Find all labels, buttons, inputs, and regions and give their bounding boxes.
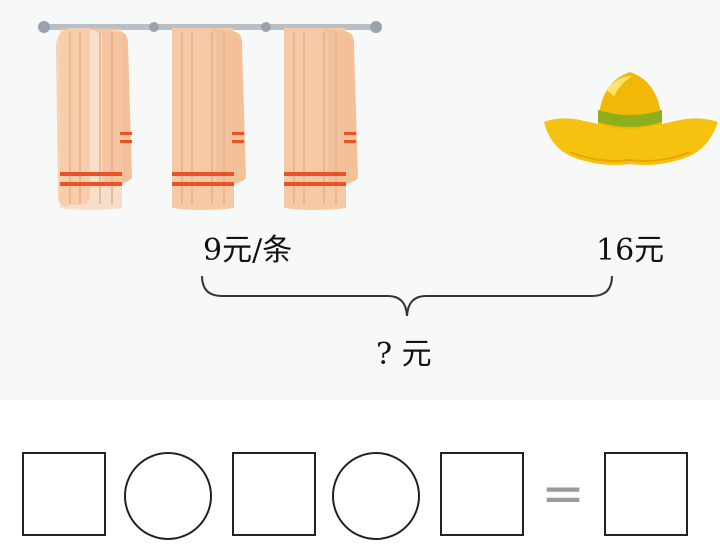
towel-2 <box>172 28 246 210</box>
towel-price-label: 9元/条 <box>203 233 293 268</box>
sun-hat <box>544 72 718 165</box>
total-brace <box>201 275 613 317</box>
operator-circle-1[interactable] <box>124 452 212 540</box>
question-label: ? 元 <box>376 337 432 372</box>
answer-box[interactable] <box>604 452 688 536</box>
problem-illustration: 9元/条 16元 ? 元 <box>38 21 718 372</box>
towel-rack <box>38 21 382 210</box>
operand-box-1[interactable] <box>22 452 106 536</box>
towel-3 <box>284 28 358 210</box>
hat-brim <box>544 98 718 165</box>
hat-price-label: 16元 <box>596 233 665 268</box>
towel-1 <box>56 28 132 210</box>
operand-box-3[interactable] <box>440 452 524 536</box>
operator-circle-2[interactable] <box>332 452 420 540</box>
equation-row: = <box>0 440 720 556</box>
rod-end-right <box>370 21 382 33</box>
equals-sign: = <box>541 464 585 524</box>
hat-band <box>598 110 662 127</box>
operand-box-2[interactable] <box>232 452 316 536</box>
rod-end-left <box>38 21 50 33</box>
